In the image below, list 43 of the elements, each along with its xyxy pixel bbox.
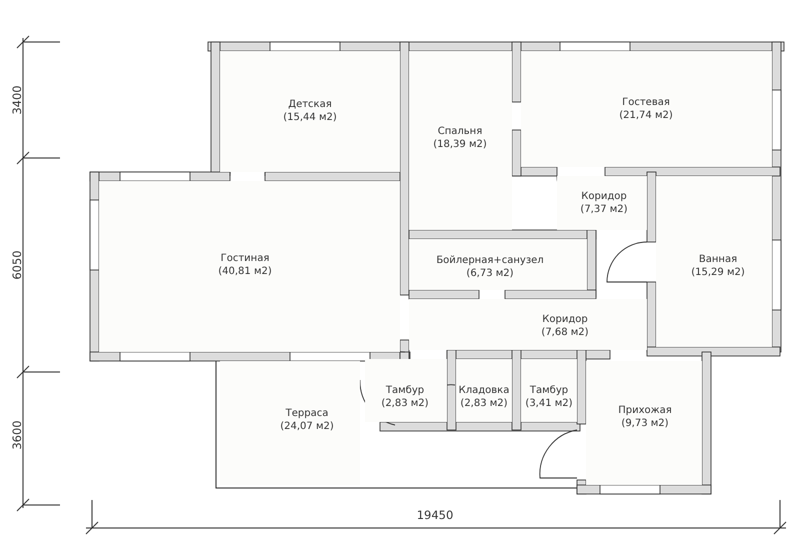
room-area-value: (2,83 м2) [459,397,509,410]
room-area-value: (24,07 м2) [280,420,334,433]
room-name: Детская [287,98,333,111]
room-area-value: (15,44 м2) [283,111,337,124]
room-area [656,176,772,347]
room-name: Коридор [541,313,589,326]
room-area-value: (6,73 м2) [465,267,515,280]
room-area [365,359,447,422]
room-area-value: (2,83 м2) [381,397,429,410]
room-name: Гостиная [220,252,270,265]
room-area [586,361,702,485]
room-area [557,176,647,230]
room-name: Прихожая [618,404,672,417]
room-area-value: (40,81 м2) [218,265,272,278]
room-name: Тамбур [384,384,426,397]
dimension-value: 19450 [416,508,454,522]
room-area-value: (15,29 м2) [691,266,745,279]
room-area [220,51,400,172]
room-area-value: (9,73 м2) [620,417,670,430]
room-name: Коридор [580,190,628,203]
dimension-value: 3600 [10,420,24,450]
room-area [521,51,772,167]
room-area [220,361,360,485]
room-area [456,359,512,422]
dimension-value: 6050 [10,250,24,280]
room-area-value: (18,39 м2) [433,138,487,151]
room-area [409,239,587,290]
room-name: Бойлерная+санузел [436,254,544,267]
room-name: Гостевая [621,96,671,109]
room-name: Спальня [436,125,484,138]
room-area-value: (21,74 м2) [619,109,673,122]
room-name: Терраса [284,407,330,420]
dimension-value: 3400 [10,85,24,115]
room-name: Кладовка [458,384,510,397]
room-name: Ванная [698,253,738,266]
room-name: Тамбур [528,384,570,397]
room-area-value: (3,41 м2) [525,397,573,410]
room-area [99,181,400,352]
room-area-value: (7,37 м2) [580,203,628,216]
room-area-value: (7,68 м2) [541,326,589,339]
room-area [409,299,647,350]
room-area [409,51,512,230]
room-area [521,359,577,422]
